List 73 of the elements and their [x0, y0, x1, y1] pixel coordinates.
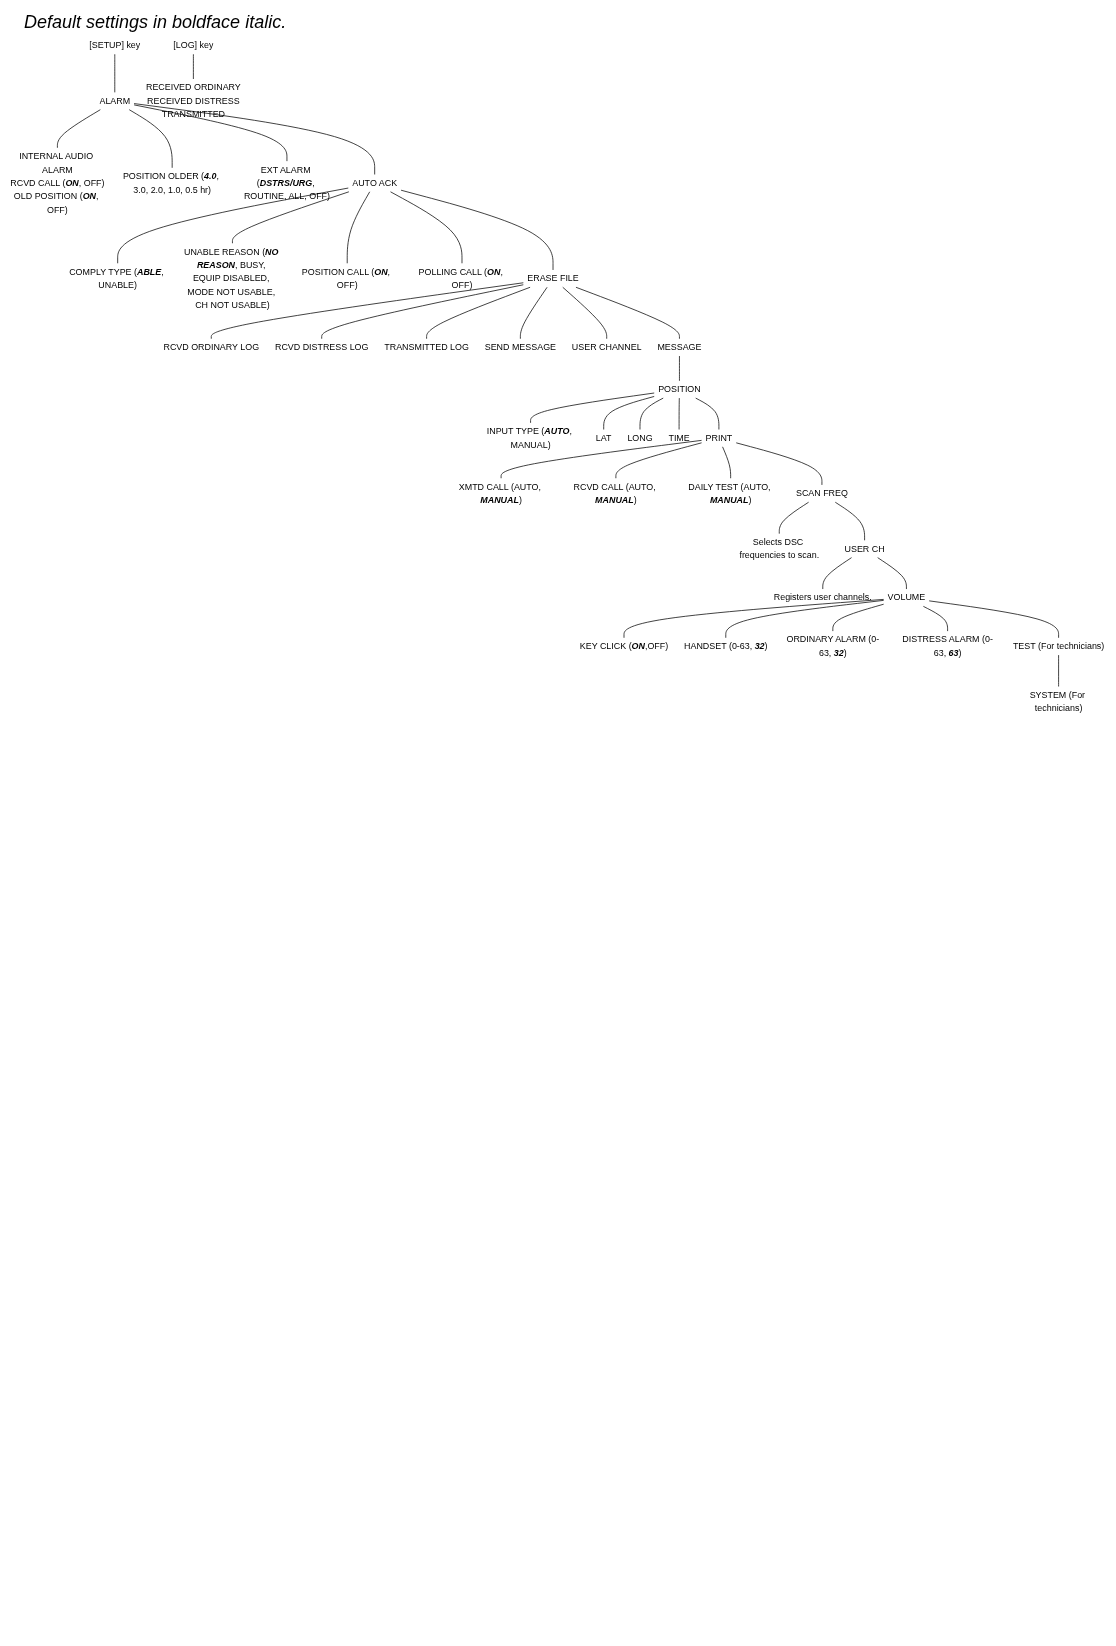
connector — [133, 104, 288, 162]
connector — [1058, 654, 1059, 687]
node-text: UNABLE REASON (NO REASON, BUSY, EQUIP DISABLED, MODE NOT USABLE, CH NOT USABLE) — [183, 246, 279, 311]
connector — [346, 191, 371, 264]
connector — [725, 600, 885, 639]
node-text: TRANSMITTED LOG — [384, 342, 469, 353]
connector — [520, 286, 548, 340]
connector — [390, 191, 463, 264]
connector — [834, 501, 865, 541]
node-text: POSITION — [658, 384, 701, 395]
connector — [400, 189, 554, 271]
node-text: DISTRESS ALARM (0-63, 63) — [902, 634, 993, 658]
node-text: LAT — [595, 432, 612, 443]
node-text: ORDINARY ALARM (0-63, 32) — [786, 634, 880, 658]
connector — [603, 396, 655, 430]
connector — [877, 557, 907, 590]
node-text: DAILY TEST (AUTO, MANUAL) — [688, 481, 771, 505]
node-text: TEST (For technicians) — [1012, 641, 1105, 652]
connector — [778, 501, 809, 534]
connector — [623, 599, 885, 639]
node-text: POSITION OLDER (4.0, 3.0, 2.0, 1.0, 0.5 hr) — [122, 171, 219, 195]
node-text: Selects DSC frequencies to scan. — [739, 537, 820, 561]
node-text: [LOG] key — [173, 40, 214, 51]
connector — [500, 440, 702, 479]
node-text: AUTO ACK — [352, 177, 398, 188]
node-text: MESSAGE — [657, 342, 702, 353]
node-text: TIME — [668, 432, 690, 443]
note: Default settings in boldface italic. — [24, 12, 288, 33]
node-text: RCVD CALL (AUTO, MANUAL) — [573, 481, 656, 505]
node-text: RCVD ORDINARY LOG — [163, 342, 260, 353]
connector — [832, 603, 885, 632]
connector — [923, 606, 948, 632]
node-text: COMPLY TYPE (ABLE, UNABLE) — [69, 266, 164, 290]
connector — [639, 397, 664, 430]
connector — [695, 397, 720, 430]
connector — [57, 109, 101, 149]
node-text: POSITION CALL (ON, OFF) — [301, 266, 391, 290]
connector — [615, 442, 702, 479]
node-text: INTERNAL AUDIO ALARM RCVD CALL (ON, OFF) OLD POSITION (ON, OFF) — [10, 151, 105, 215]
connector — [822, 557, 852, 590]
connector — [232, 191, 350, 244]
node-text: [SETUP] key — [89, 40, 141, 51]
connector — [562, 286, 608, 340]
connector — [928, 600, 1059, 639]
node-text: XMTD CALL (AUTO, MANUAL) — [458, 481, 541, 505]
connector — [426, 286, 531, 340]
node-text: VOLUME — [887, 592, 926, 603]
node-text: KEY CLICK (ON,OFF) — [579, 641, 669, 652]
connector — [575, 286, 680, 340]
connector — [722, 446, 731, 479]
node-text: Registers user channels. — [773, 592, 872, 603]
connector — [117, 187, 349, 264]
connector — [210, 282, 524, 340]
node-text: SYSTEM (For technicians) — [1029, 689, 1086, 714]
connector — [679, 355, 680, 382]
node-text: RCVD DISTRESS LOG — [274, 342, 369, 353]
node-text: SCAN FREQ — [795, 488, 848, 499]
connector — [321, 284, 524, 340]
node-text: LONG — [627, 432, 653, 443]
node-text: POLLING CALL (ON, OFF) — [418, 266, 503, 290]
node-text: HANDSET (0-63, 32) — [684, 641, 768, 652]
node-text: USER CHANNEL — [571, 342, 642, 353]
connector — [128, 109, 173, 169]
node-text: EXT ALARM (DSTRS/URG, ROUTINE, ALL, OFF) — [243, 164, 330, 202]
node-text: INPUT TYPE (AUTO, MANUAL) — [486, 426, 572, 450]
node-text: SEND MESSAGE — [484, 342, 556, 353]
connector — [133, 103, 376, 175]
node-text: PRINT — [705, 432, 733, 443]
connector — [530, 392, 655, 424]
node-text: ALARM — [99, 95, 131, 106]
connector — [735, 442, 823, 486]
node-text: ERASE FILE — [527, 273, 579, 284]
node-text: USER CH — [844, 543, 885, 554]
